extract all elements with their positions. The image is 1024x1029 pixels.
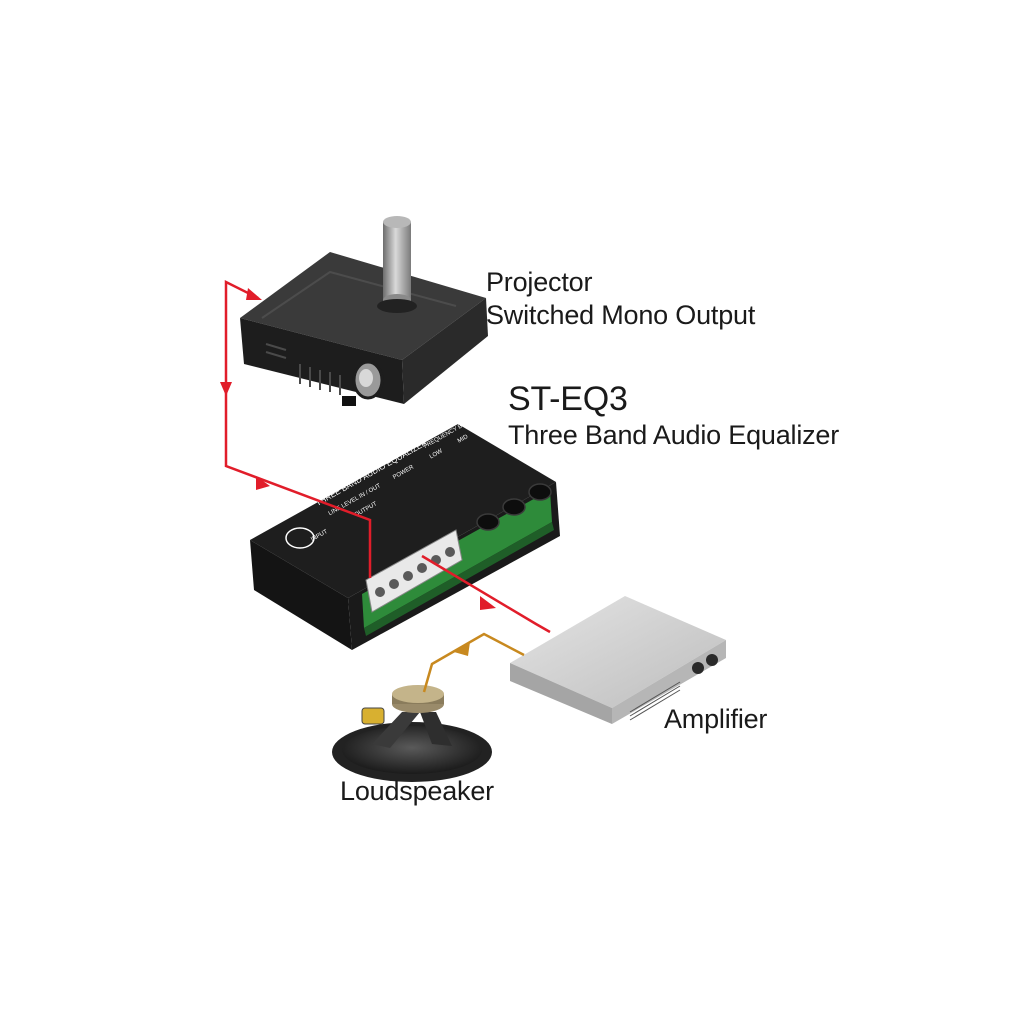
arrow-icon (454, 642, 470, 656)
arrow-icon (220, 382, 232, 396)
eq-knobs (476, 483, 552, 531)
projector-icon (240, 216, 488, 406)
device-logo (285, 527, 315, 549)
terminal-block (365, 529, 463, 613)
projector-label: Projector (486, 267, 593, 297)
device-high: HIGH (481, 418, 497, 431)
model-subtitle: Three Band Audio Equalizer (508, 420, 840, 450)
projector-sublabel: Switched Mono Output (486, 300, 756, 330)
loudspeaker-icon (332, 685, 492, 782)
amplifier-label: Amplifier (664, 704, 768, 734)
loudspeaker-label: Loudspeaker (340, 776, 494, 806)
signal-wiring (224, 279, 551, 634)
signal-arrows (220, 288, 496, 610)
device-mid: MID (457, 434, 470, 445)
arrow-icon (256, 476, 270, 490)
model-title: ST-EQ3 (508, 380, 628, 418)
arrow-icon (480, 596, 496, 610)
speaker-wiring (422, 632, 525, 693)
arrow-icon (246, 288, 262, 300)
amplifier-icon (510, 596, 726, 724)
